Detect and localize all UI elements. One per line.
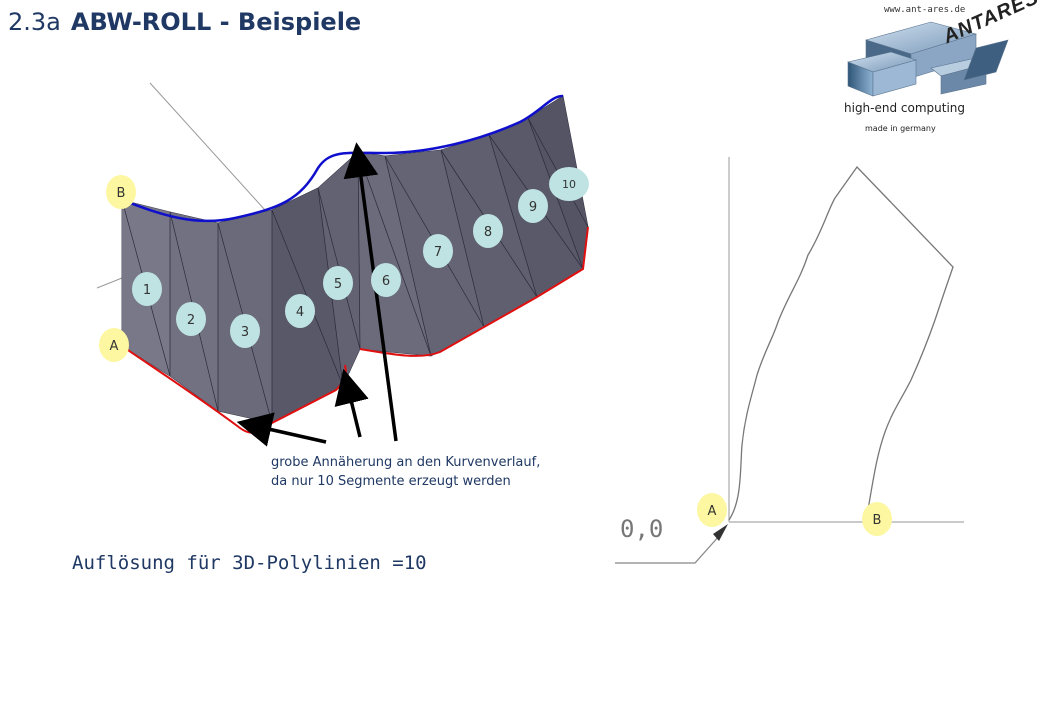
segment-label: 6 <box>382 274 390 289</box>
segment-label: 2 <box>187 313 195 328</box>
page-title: 2.3a ABW-ROLL - Beispiele <box>8 8 361 36</box>
segment-marker: 1 <box>132 272 162 306</box>
origin-label: 0,0 <box>620 515 663 543</box>
profile-curve <box>728 165 954 521</box>
label-a: A <box>110 339 119 354</box>
annotation-note: grobe Annäherung an den Kurvenverlauf, d… <box>271 453 601 491</box>
segment-label: 10 <box>562 178 576 191</box>
marker-a-profile: A <box>697 493 727 527</box>
construction-line <box>149 82 266 211</box>
segment-marker: 10 <box>549 167 589 201</box>
segment-marker: 5 <box>323 266 353 300</box>
label-b-profile: B <box>873 513 882 528</box>
segment-marker: 7 <box>423 234 453 268</box>
rolled-surface <box>121 95 589 424</box>
segment-label: 8 <box>484 225 492 240</box>
annotation-line-2: da nur 10 Segmente erzeugt werden <box>271 474 511 489</box>
segment-label: 4 <box>296 305 304 320</box>
section-number: 2.3a <box>8 8 61 36</box>
construction-line <box>96 277 123 289</box>
annotation-line-1: grobe Annäherung an den Kurvenverlauf, <box>271 455 541 470</box>
segment-label: 1 <box>143 283 151 298</box>
logo-graphic <box>847 21 1009 97</box>
marker-b-profile: B <box>862 502 892 536</box>
segment-marker: 6 <box>371 263 401 297</box>
segment-label: 3 <box>241 325 249 340</box>
resolution-caption: Auflösung für 3D-Polylinien =10 <box>72 552 427 574</box>
segment-markers: 1 2 3 4 5 6 7 8 9 10 <box>132 167 589 348</box>
label-b: B <box>117 186 126 201</box>
antares-logo: www.ant-ares.de ANTARES high-end computi… <box>836 0 1040 140</box>
segment-marker: 4 <box>285 294 315 328</box>
segment-label: 5 <box>334 277 342 292</box>
segment-label: 9 <box>529 200 537 215</box>
label-a-profile: A <box>708 504 717 519</box>
logo-origin: made in germany <box>865 124 936 133</box>
segment-marker: 9 <box>518 189 548 223</box>
segment-marker: 3 <box>230 314 260 348</box>
marker-b-3d: B <box>106 175 136 209</box>
logo-url: www.ant-ares.de <box>884 5 966 15</box>
profile-view: 0,0 A B <box>615 157 964 564</box>
top-edge-curve <box>121 94 564 223</box>
segment-label: 7 <box>434 245 442 260</box>
segment-marker: 8 <box>473 214 503 248</box>
logo-tagline: high-end computing <box>844 101 966 115</box>
annotation-arrows <box>236 142 398 447</box>
segment-marker: 2 <box>176 302 206 336</box>
marker-a-3d: A <box>99 328 129 362</box>
title-text: ABW-ROLL - Beispiele <box>70 8 362 36</box>
